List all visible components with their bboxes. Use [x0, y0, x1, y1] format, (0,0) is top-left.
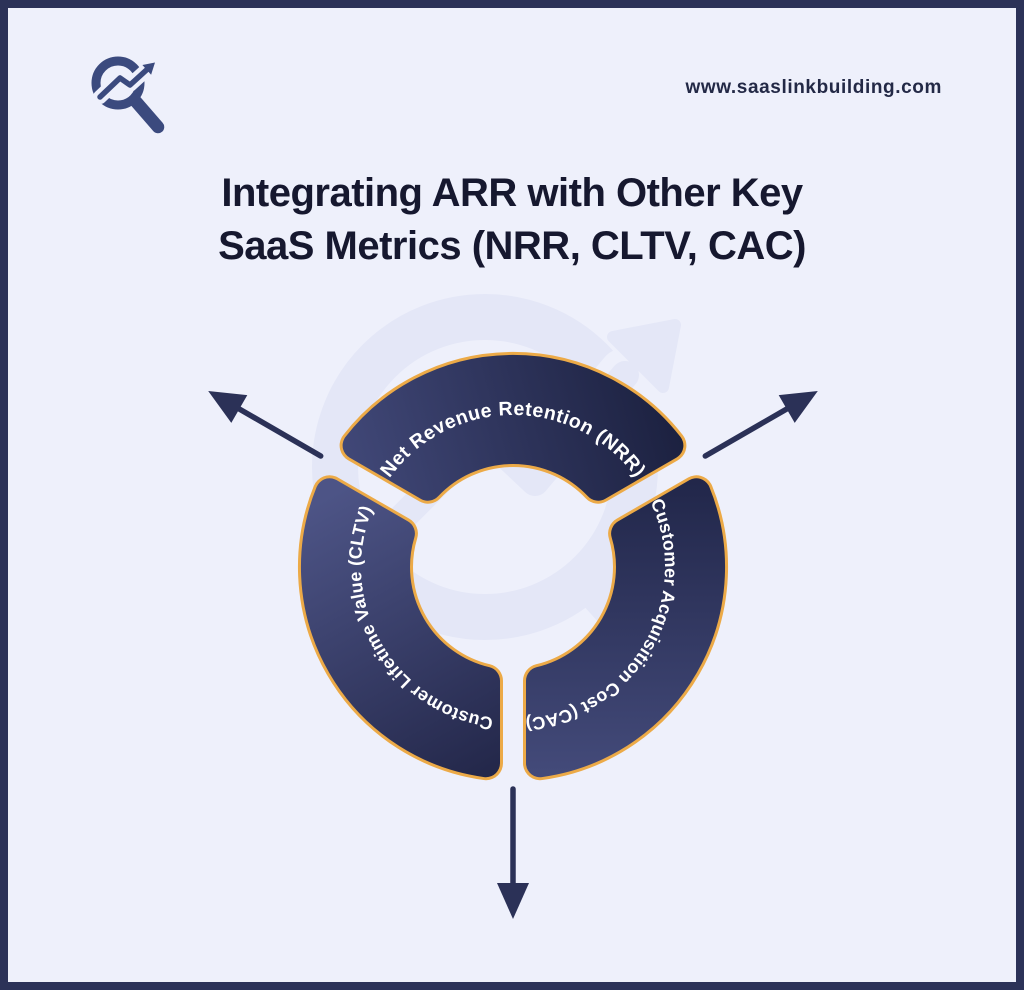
arrow-up-left	[208, 391, 324, 459]
segment-nrr: Net Revenue Retention (NRR)	[339, 352, 687, 504]
website-url: www.saaslinkbuilding.com	[685, 77, 942, 98]
arrow-down	[497, 786, 529, 919]
page-title-line1: Integrating ARR with Other Key	[221, 171, 803, 215]
page-title: Integrating ARR with Other Key SaaS Metr…	[0, 167, 1024, 273]
page-title-line2: SaaS Metrics (NRR, CLTV, CAC)	[218, 224, 806, 268]
arrow-up-right	[702, 391, 818, 459]
cycle-ring: Net Revenue Retention (NRR) Customer Acq…	[298, 352, 728, 781]
magnifier-trend-arrow-icon	[91, 56, 165, 134]
